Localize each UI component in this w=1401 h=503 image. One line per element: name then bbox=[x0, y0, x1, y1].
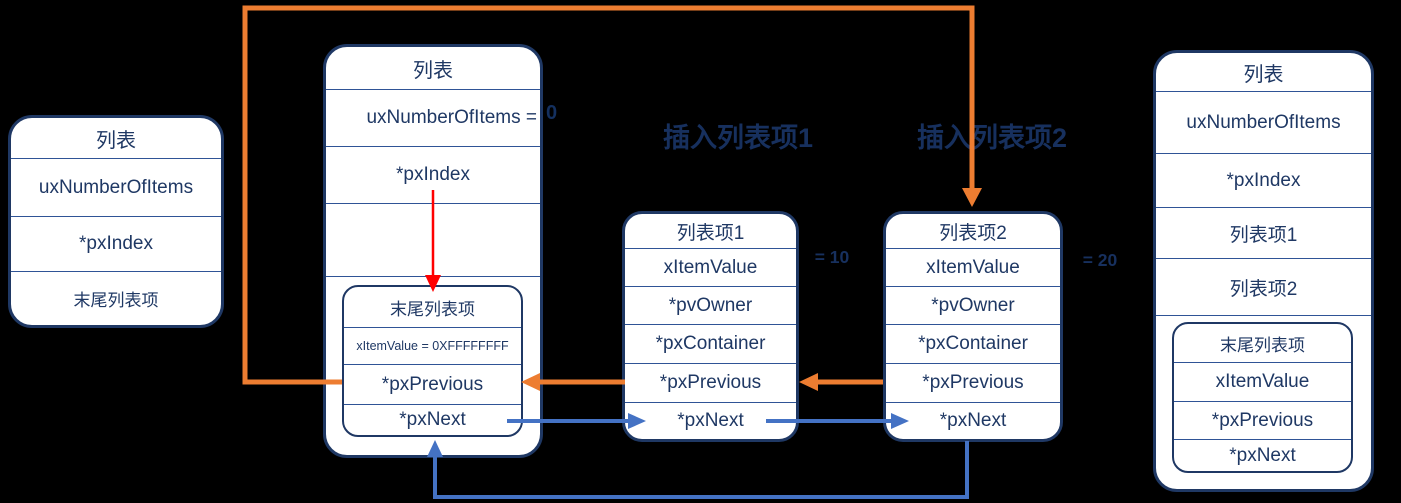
item2-row-container: *pxContainer bbox=[886, 324, 1060, 363]
item2-row-value: xItemValue bbox=[886, 248, 1060, 286]
list-before-box: 列表 uxNumberOfItems *pxIndex 末尾列表项 bbox=[8, 115, 224, 328]
list-empty-box: 列表 uxNumberOfItems = *pxIndex 末尾列表项 xIte… bbox=[323, 44, 543, 458]
list-before-row-count: uxNumberOfItems bbox=[11, 158, 221, 216]
list-after-title: 列表 bbox=[1243, 63, 1284, 86]
item2-row-previous: *pxPrevious bbox=[886, 363, 1060, 402]
list-after-row-count: uxNumberOfItems bbox=[1156, 91, 1371, 153]
item2-title: 列表项2 bbox=[939, 222, 1007, 244]
end-marker-row-previous: *pxPrevious bbox=[344, 364, 521, 404]
list-empty-spacer-row bbox=[326, 203, 540, 276]
list-empty-title: 列表 bbox=[413, 59, 453, 82]
item1-row-container: *pxContainer bbox=[625, 324, 796, 363]
list-empty-row-index: *pxIndex bbox=[326, 146, 540, 203]
list-before-row-endmarker: 末尾列表项 bbox=[11, 271, 221, 325]
item2-row-owner: *pvOwner bbox=[886, 286, 1060, 324]
list-before-row-index: *pxIndex bbox=[11, 216, 221, 271]
list-empty-row-count: uxNumberOfItems = bbox=[326, 89, 540, 146]
item2-prev-to-item1-arrow bbox=[799, 373, 883, 391]
list-after-endmarker-area bbox=[1156, 315, 1371, 489]
end-marker-box: 末尾列表项 xItemValue = 0XFFFFFFFF *pxPreviou… bbox=[342, 285, 523, 437]
item1-title: 列表项1 bbox=[676, 222, 745, 244]
end-marker-after-box: 末尾列表项 xItemValue *pxPrevious *pxNext bbox=[1172, 322, 1353, 473]
list-after-row-item1: 列表项1 bbox=[1156, 207, 1371, 258]
end-marker-after-row-next: *pxNext bbox=[1174, 439, 1351, 471]
insert-item2-label: 插入列表项2 bbox=[916, 123, 1068, 153]
list-after-row-index: *pxIndex bbox=[1156, 153, 1371, 207]
end-marker-title: 末尾列表项 bbox=[390, 299, 475, 319]
item1-row-previous: *pxPrevious bbox=[625, 363, 796, 402]
list-after-box: 列表 uxNumberOfItems *pxIndex 列表项1 列表项2 末尾… bbox=[1153, 50, 1374, 492]
item1-row-next: *pxNext bbox=[625, 402, 796, 439]
list-item2-box: 列表项2 xItemValue *pvOwner *pxContainer *p… bbox=[883, 211, 1063, 442]
insert-item1-label: 插入列表项1 bbox=[662, 123, 814, 153]
item1-value-label: = 10 bbox=[814, 247, 850, 267]
list-after-row-item2: 列表项2 bbox=[1156, 258, 1371, 315]
end-marker-row-next: *pxNext bbox=[344, 404, 521, 435]
end-marker-after-title: 末尾列表项 bbox=[1220, 335, 1305, 355]
item2-row-next: *pxNext bbox=[886, 402, 1060, 439]
count-zero-label: 0 bbox=[546, 102, 558, 124]
list-before-title: 列表 bbox=[96, 129, 136, 152]
end-marker-after-row-value: xItemValue bbox=[1174, 362, 1351, 401]
item1-row-value: xItemValue bbox=[625, 248, 796, 286]
item1-row-owner: *pvOwner bbox=[625, 286, 796, 324]
list-item1-box: 列表项1 xItemValue *pvOwner *pxContainer *p… bbox=[622, 211, 799, 442]
item2-value-label: = 20 bbox=[1082, 250, 1118, 270]
end-marker-after-row-previous: *pxPrevious bbox=[1174, 401, 1351, 439]
end-marker-row-value: xItemValue = 0XFFFFFFFF bbox=[344, 327, 521, 364]
